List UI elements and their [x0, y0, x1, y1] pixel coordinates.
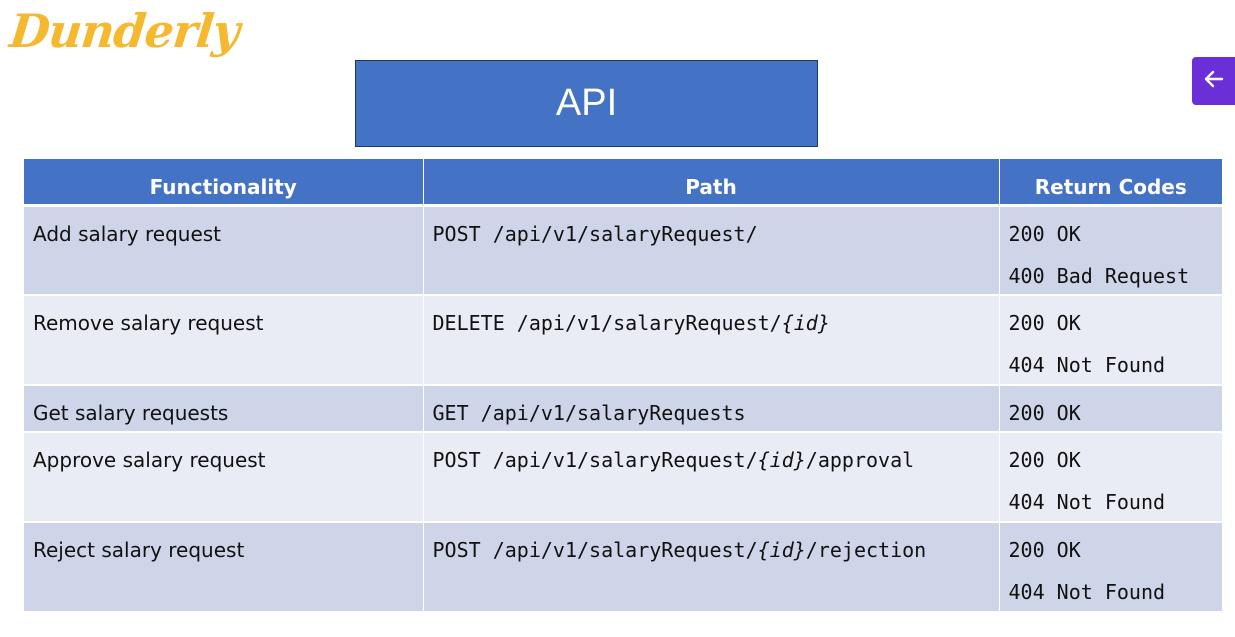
functionality-cell: Reject salary request: [24, 522, 424, 613]
return-codes-cell: 200 OK 404 Not Found: [999, 295, 1222, 386]
path-segment: /api/v1/salaryRequest/: [516, 311, 782, 335]
functionality-cell: Approve salary request: [24, 432, 424, 523]
return-code: 200 OK: [1008, 401, 1081, 425]
table-row: Approve salary request POST /api/v1/sala…: [24, 432, 1222, 523]
functionality-text: Remove salary request: [33, 311, 264, 335]
column-header-path: Path: [423, 159, 1000, 207]
return-code: 200 OK: [1008, 311, 1081, 335]
return-codes-cell: 200 OK 400 Bad Request: [999, 205, 1222, 296]
table-row: Get salary requests GET /api/v1/salaryRe…: [24, 385, 1222, 433]
functionality-text: Add salary request: [33, 221, 222, 246]
http-method: POST: [432, 221, 481, 246]
functionality-text: Approve salary request: [33, 448, 266, 472]
return-codes-cell: 200 OK 404 Not Found: [999, 432, 1222, 523]
path-text: POST /api/v1/salaryRequest/{id}/rejectio…: [433, 538, 927, 562]
table-row: Remove salary request DELETE /api/v1/sal…: [24, 295, 1222, 386]
return-code: 404 Not Found: [1008, 580, 1166, 604]
return-code: 400 Bad Request: [1008, 263, 1190, 288]
return-code: 404 Not Found: [1008, 353, 1166, 377]
return-codes-cell: 200 OK 404 Not Found: [999, 522, 1222, 613]
column-header-return-codes: Return Codes: [999, 159, 1222, 207]
return-code: 200 OK: [1008, 448, 1081, 472]
path-segment: /api/v1/salaryRequest/: [492, 221, 758, 246]
table-row: Add salary request POST /api/v1/salaryRe…: [24, 205, 1222, 296]
functionality-cell: Remove salary request: [24, 295, 424, 386]
path-segment: /api/v1/salaryRequest/: [492, 538, 758, 562]
functionality-cell: Get salary requests: [24, 385, 424, 433]
return-code: 200 OK: [1008, 221, 1081, 246]
http-method: DELETE: [432, 311, 505, 335]
back-button[interactable]: [1192, 57, 1235, 105]
path-param: {id}: [781, 311, 830, 335]
path-text: POST /api/v1/salaryRequest/{id}/approval: [433, 448, 915, 472]
path-cell: GET /api/v1/salaryRequests: [423, 385, 1000, 433]
http-method: GET: [432, 401, 469, 425]
http-method: POST: [432, 538, 481, 562]
arrow-left-icon: [1202, 67, 1226, 95]
functionality-cell: Add salary request: [24, 205, 424, 296]
path-cell: DELETE /api/v1/salaryRequest/{id}: [423, 295, 1000, 386]
logo: Dunderly: [7, 4, 242, 58]
path-segment: /approval: [805, 448, 915, 472]
path-param: {id}: [757, 538, 806, 562]
http-method: POST: [432, 448, 481, 472]
path-segment: /api/v1/salaryRequest/: [492, 448, 758, 472]
path-cell: POST /api/v1/salaryRequest/: [423, 205, 1000, 296]
path-param: {id}: [757, 448, 806, 472]
functionality-text: Get salary requests: [33, 401, 229, 425]
path-cell: POST /api/v1/salaryRequest/{id}/rejectio…: [423, 522, 1000, 613]
path-segment: /api/v1/salaryRequests: [480, 401, 746, 425]
path-segment: /rejection: [805, 538, 927, 562]
column-header-functionality: Functionality: [24, 159, 424, 207]
table-row: Reject salary request POST /api/v1/salar…: [24, 522, 1222, 613]
path-text: POST /api/v1/salaryRequest/: [433, 222, 758, 246]
return-code: 404 Not Found: [1008, 490, 1166, 514]
functionality-text: Reject salary request: [33, 538, 245, 562]
table-header-row: Functionality Path Return Codes: [24, 159, 1222, 207]
path-text: GET /api/v1/salaryRequests: [433, 401, 746, 425]
return-codes-cell: 200 OK: [999, 385, 1222, 433]
page-title: API: [355, 60, 818, 147]
return-code: 200 OK: [1008, 538, 1081, 562]
page-title-text: API: [555, 82, 618, 124]
path-text: DELETE /api/v1/salaryRequest/{id}: [433, 311, 830, 335]
path-cell: POST /api/v1/salaryRequest/{id}/approval: [423, 432, 1000, 523]
api-table: Functionality Path Return Codes Add sala…: [24, 159, 1222, 613]
